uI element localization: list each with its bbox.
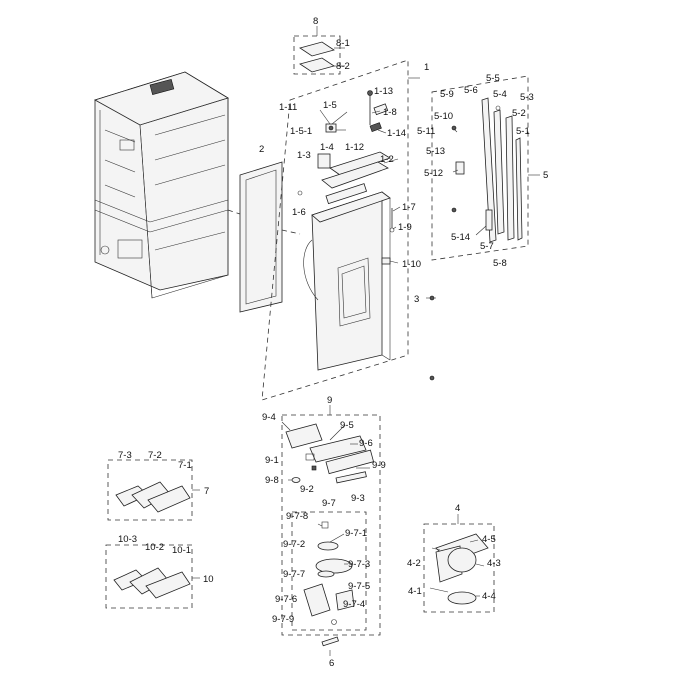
label-9-7-3: 9-7-3	[348, 559, 370, 570]
label-1-3: 1-3	[297, 150, 311, 161]
label-5-5: 5-5	[486, 73, 500, 84]
callout-labels: 8 8-1 8-2 1 1-13 1-11 1-5 1-8 1-5-1 1-14…	[118, 16, 548, 669]
label-9-6: 9-6	[359, 438, 373, 449]
label-1-7: 1-7	[402, 202, 416, 213]
label-10-1: 10-1	[172, 545, 191, 556]
label-10-3: 10-3	[118, 534, 137, 545]
part-6	[321, 636, 339, 656]
door-assembly	[261, 59, 420, 401]
label-4-3: 4-3	[487, 558, 501, 569]
label-1-5-1: 1-5-1	[290, 126, 312, 137]
part-7-group	[107, 459, 200, 521]
label-3: 3	[414, 294, 419, 305]
label-5-7: 5-7	[480, 241, 494, 252]
label-1-14: 1-14	[387, 128, 406, 139]
label-5-10: 5-10	[434, 111, 453, 122]
label-1-6: 1-6	[292, 207, 306, 218]
label-9-1: 9-1	[265, 455, 279, 466]
label-2: 2	[259, 144, 264, 155]
label-4-4: 4-4	[482, 591, 496, 602]
label-5-6: 5-6	[464, 85, 478, 96]
label-1-9: 1-9	[398, 222, 412, 233]
label-9-4: 9-4	[262, 412, 276, 423]
label-9-7-2: 9-7-2	[283, 539, 305, 550]
leader-lines	[281, 109, 487, 597]
label-5-1: 5-1	[516, 126, 530, 137]
label-7-3: 7-3	[118, 450, 132, 461]
label-7-1: 7-1	[178, 460, 192, 471]
label-7: 7	[204, 486, 209, 497]
label-1-10: 1-10	[402, 259, 421, 270]
part-9-dispenser	[281, 405, 381, 636]
label-1-13: 1-13	[374, 86, 393, 97]
label-10: 10	[203, 574, 214, 585]
label-7-2: 7-2	[148, 450, 162, 461]
part-3-screw	[429, 295, 436, 381]
label-4: 4	[455, 503, 460, 514]
label-5-13: 5-13	[426, 146, 445, 157]
label-9-2: 9-2	[300, 484, 314, 495]
door-gasket	[227, 161, 301, 313]
label-4-1: 4-1	[408, 586, 422, 597]
label-6: 6	[329, 658, 334, 669]
label-5-8: 5-8	[493, 258, 507, 269]
label-5: 5	[543, 170, 548, 181]
label-4-5: 4-5	[482, 534, 496, 545]
label-1: 1	[424, 62, 429, 73]
label-9-8: 9-8	[265, 475, 279, 486]
label-1-2: 1-2	[380, 154, 394, 165]
label-5-9: 5-9	[440, 89, 454, 100]
part-8-group	[293, 26, 345, 75]
label-5-2: 5-2	[512, 108, 526, 119]
label-5-3: 5-3	[520, 92, 534, 103]
label-8-2: 8-2	[336, 61, 350, 72]
refrigerator-cabinet	[93, 71, 229, 299]
part-5-trim-group	[431, 75, 540, 261]
label-5-11: 5-11	[417, 126, 435, 137]
label-1-4: 1-4	[320, 142, 334, 153]
label-5-12: 5-12	[424, 168, 443, 179]
label-10-2: 10-2	[145, 542, 164, 553]
label-9-9: 9-9	[372, 460, 386, 471]
label-1-11: 1-11	[279, 102, 297, 113]
label-9-7-4: 9-7-4	[343, 599, 365, 610]
label-9-3: 9-3	[351, 493, 365, 504]
label-9-7-1: 9-7-1	[345, 528, 367, 539]
label-1-12: 1-12	[345, 142, 364, 153]
label-5-4: 5-4	[493, 89, 507, 100]
label-9-5: 9-5	[340, 420, 354, 431]
label-9-7-9: 9-7-9	[272, 614, 294, 625]
label-1-8: 1-8	[383, 107, 397, 118]
label-8: 8	[313, 16, 318, 27]
label-9: 9	[327, 395, 332, 406]
part-10-group	[105, 544, 200, 609]
label-8-1: 8-1	[336, 38, 350, 49]
label-9-7-5: 9-7-5	[348, 581, 370, 592]
label-5-14: 5-14	[451, 232, 470, 243]
label-9-7-7: 9-7-7	[283, 569, 305, 580]
label-9-7: 9-7	[322, 498, 336, 509]
label-4-2: 4-2	[407, 558, 421, 569]
label-1-5: 1-5	[323, 100, 337, 111]
label-9-7-8: 9-7-8	[286, 511, 308, 522]
label-9-7-6: 9-7-6	[275, 594, 297, 605]
